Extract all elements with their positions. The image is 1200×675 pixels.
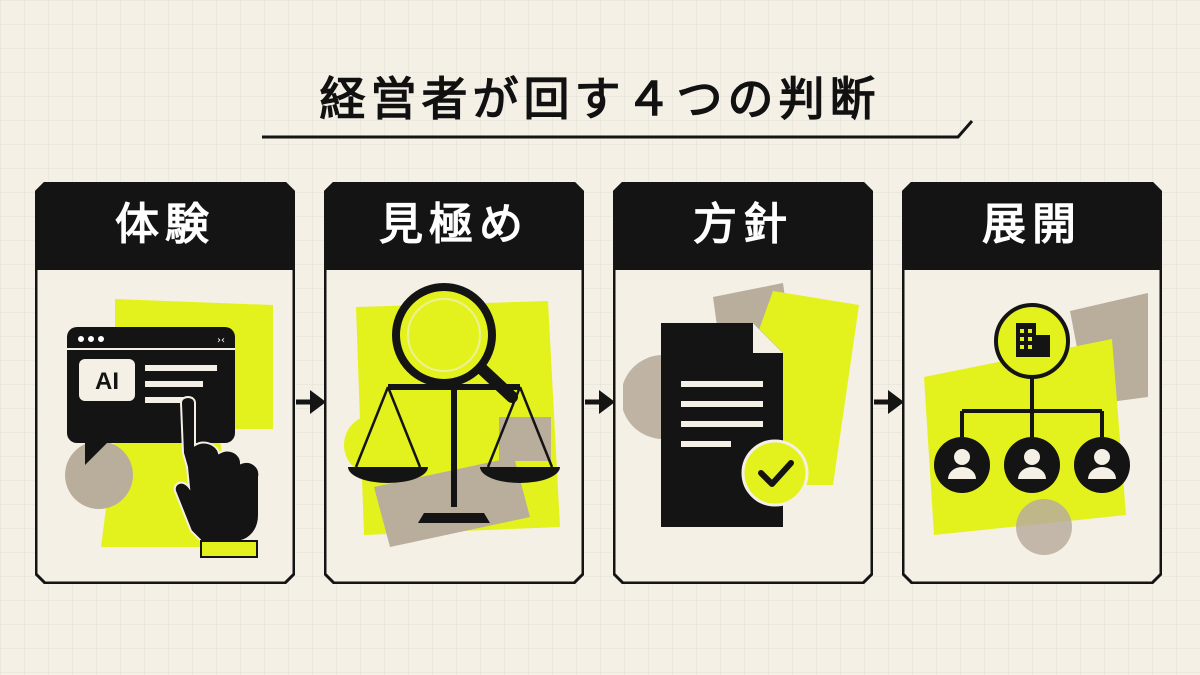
step-card-rollout: 展開 <box>902 182 1162 584</box>
ai-chat-window-pointer-icon: ›‹ AI <box>65 299 273 558</box>
person-icon <box>934 437 990 493</box>
person-icon <box>1004 437 1060 493</box>
step-card-assessment: 見極め <box>324 182 584 584</box>
flow-arrow <box>296 384 328 424</box>
svg-text:›‹: ›‹ <box>217 335 225 346</box>
title-banner: 経営者が回す４つの判断 <box>0 55 1200 145</box>
magnifier-scale-icon <box>344 283 560 547</box>
step-card-policy: 方針 <box>613 182 873 584</box>
document-check-icon <box>623 283 859 527</box>
step-card-experience: 体験 ›‹ AI <box>35 182 295 584</box>
step-label: 体験 <box>115 199 215 250</box>
flow-arrow <box>874 384 906 424</box>
title-underline <box>262 120 974 139</box>
flow-arrow <box>585 384 617 424</box>
org-chart-building-icon <box>924 293 1148 555</box>
page-title: 経営者が回す４つの判断 <box>319 72 881 126</box>
step-label: 展開 <box>982 199 1082 250</box>
person-icon <box>1074 437 1130 493</box>
step-label: 方針 <box>693 199 793 250</box>
step-label: 見極め <box>379 199 529 250</box>
arrow-right-icon <box>874 390 904 414</box>
arrow-right-icon <box>296 390 326 414</box>
arrow-right-icon <box>585 390 615 414</box>
ai-badge-text: AI <box>95 368 119 395</box>
